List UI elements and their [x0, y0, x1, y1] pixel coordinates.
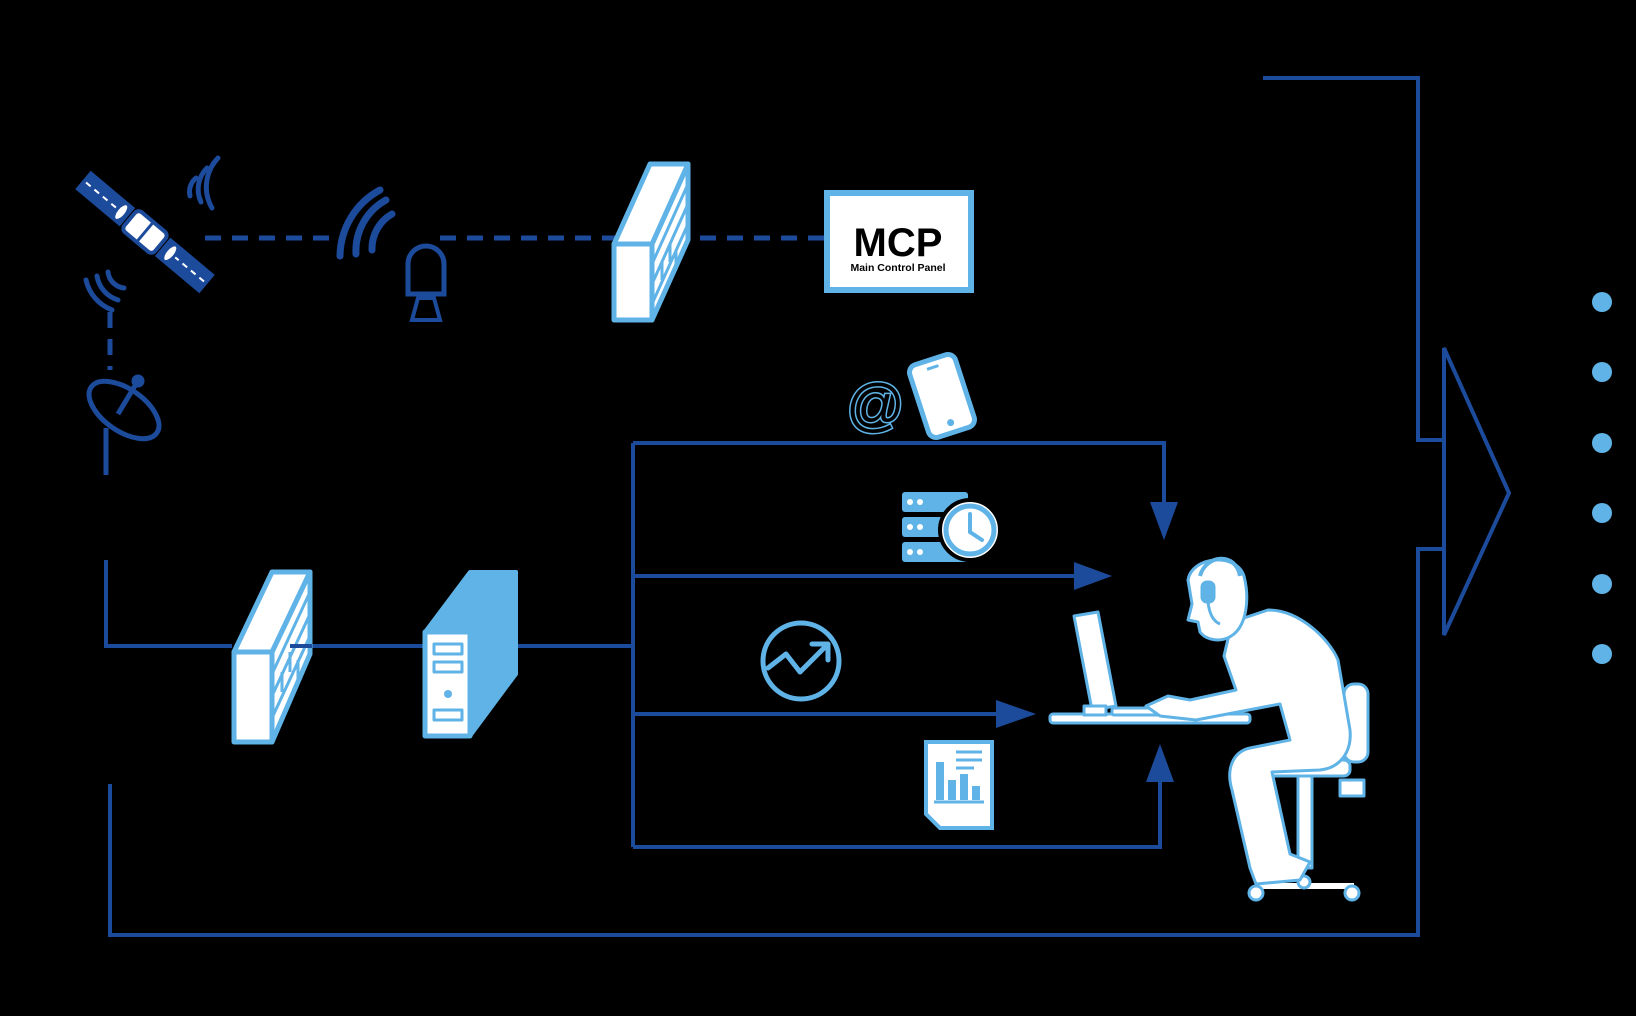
output-dots [1592, 292, 1612, 664]
output-dot [1592, 574, 1612, 594]
database-clock-icon [902, 492, 1000, 562]
mcp-title: MCP [854, 221, 943, 265]
mcp-subtitle: Main Control Panel [850, 262, 945, 274]
bus-line-4 [633, 778, 1160, 847]
output-dot [1592, 644, 1612, 664]
mcp-panel: MCP Main Control Panel [827, 193, 971, 290]
arrow-down-icon [1150, 502, 1178, 540]
firewall-icon [614, 164, 688, 320]
email-icon: @ [846, 373, 905, 438]
output-dot [1592, 292, 1612, 312]
bus-line-1 [633, 443, 1164, 510]
server-tower-icon [425, 572, 516, 736]
arrow-right-icon [1074, 562, 1112, 590]
output-dot [1592, 362, 1612, 382]
firewall-icon [234, 572, 312, 742]
output-arrow-icon [1444, 348, 1509, 635]
output-dot [1592, 433, 1612, 453]
report-document-icon [926, 742, 992, 828]
satellite-dish-icon [79, 370, 169, 475]
trend-chart-icon [763, 623, 839, 699]
output-dot [1592, 503, 1612, 523]
radio-tower-icon [340, 190, 444, 320]
arrow-right-icon [996, 700, 1036, 728]
dashed-links [110, 238, 825, 370]
mobile-phone-icon [907, 352, 976, 439]
arrow-up-icon [1146, 744, 1174, 782]
satellite-icon [75, 158, 218, 310]
